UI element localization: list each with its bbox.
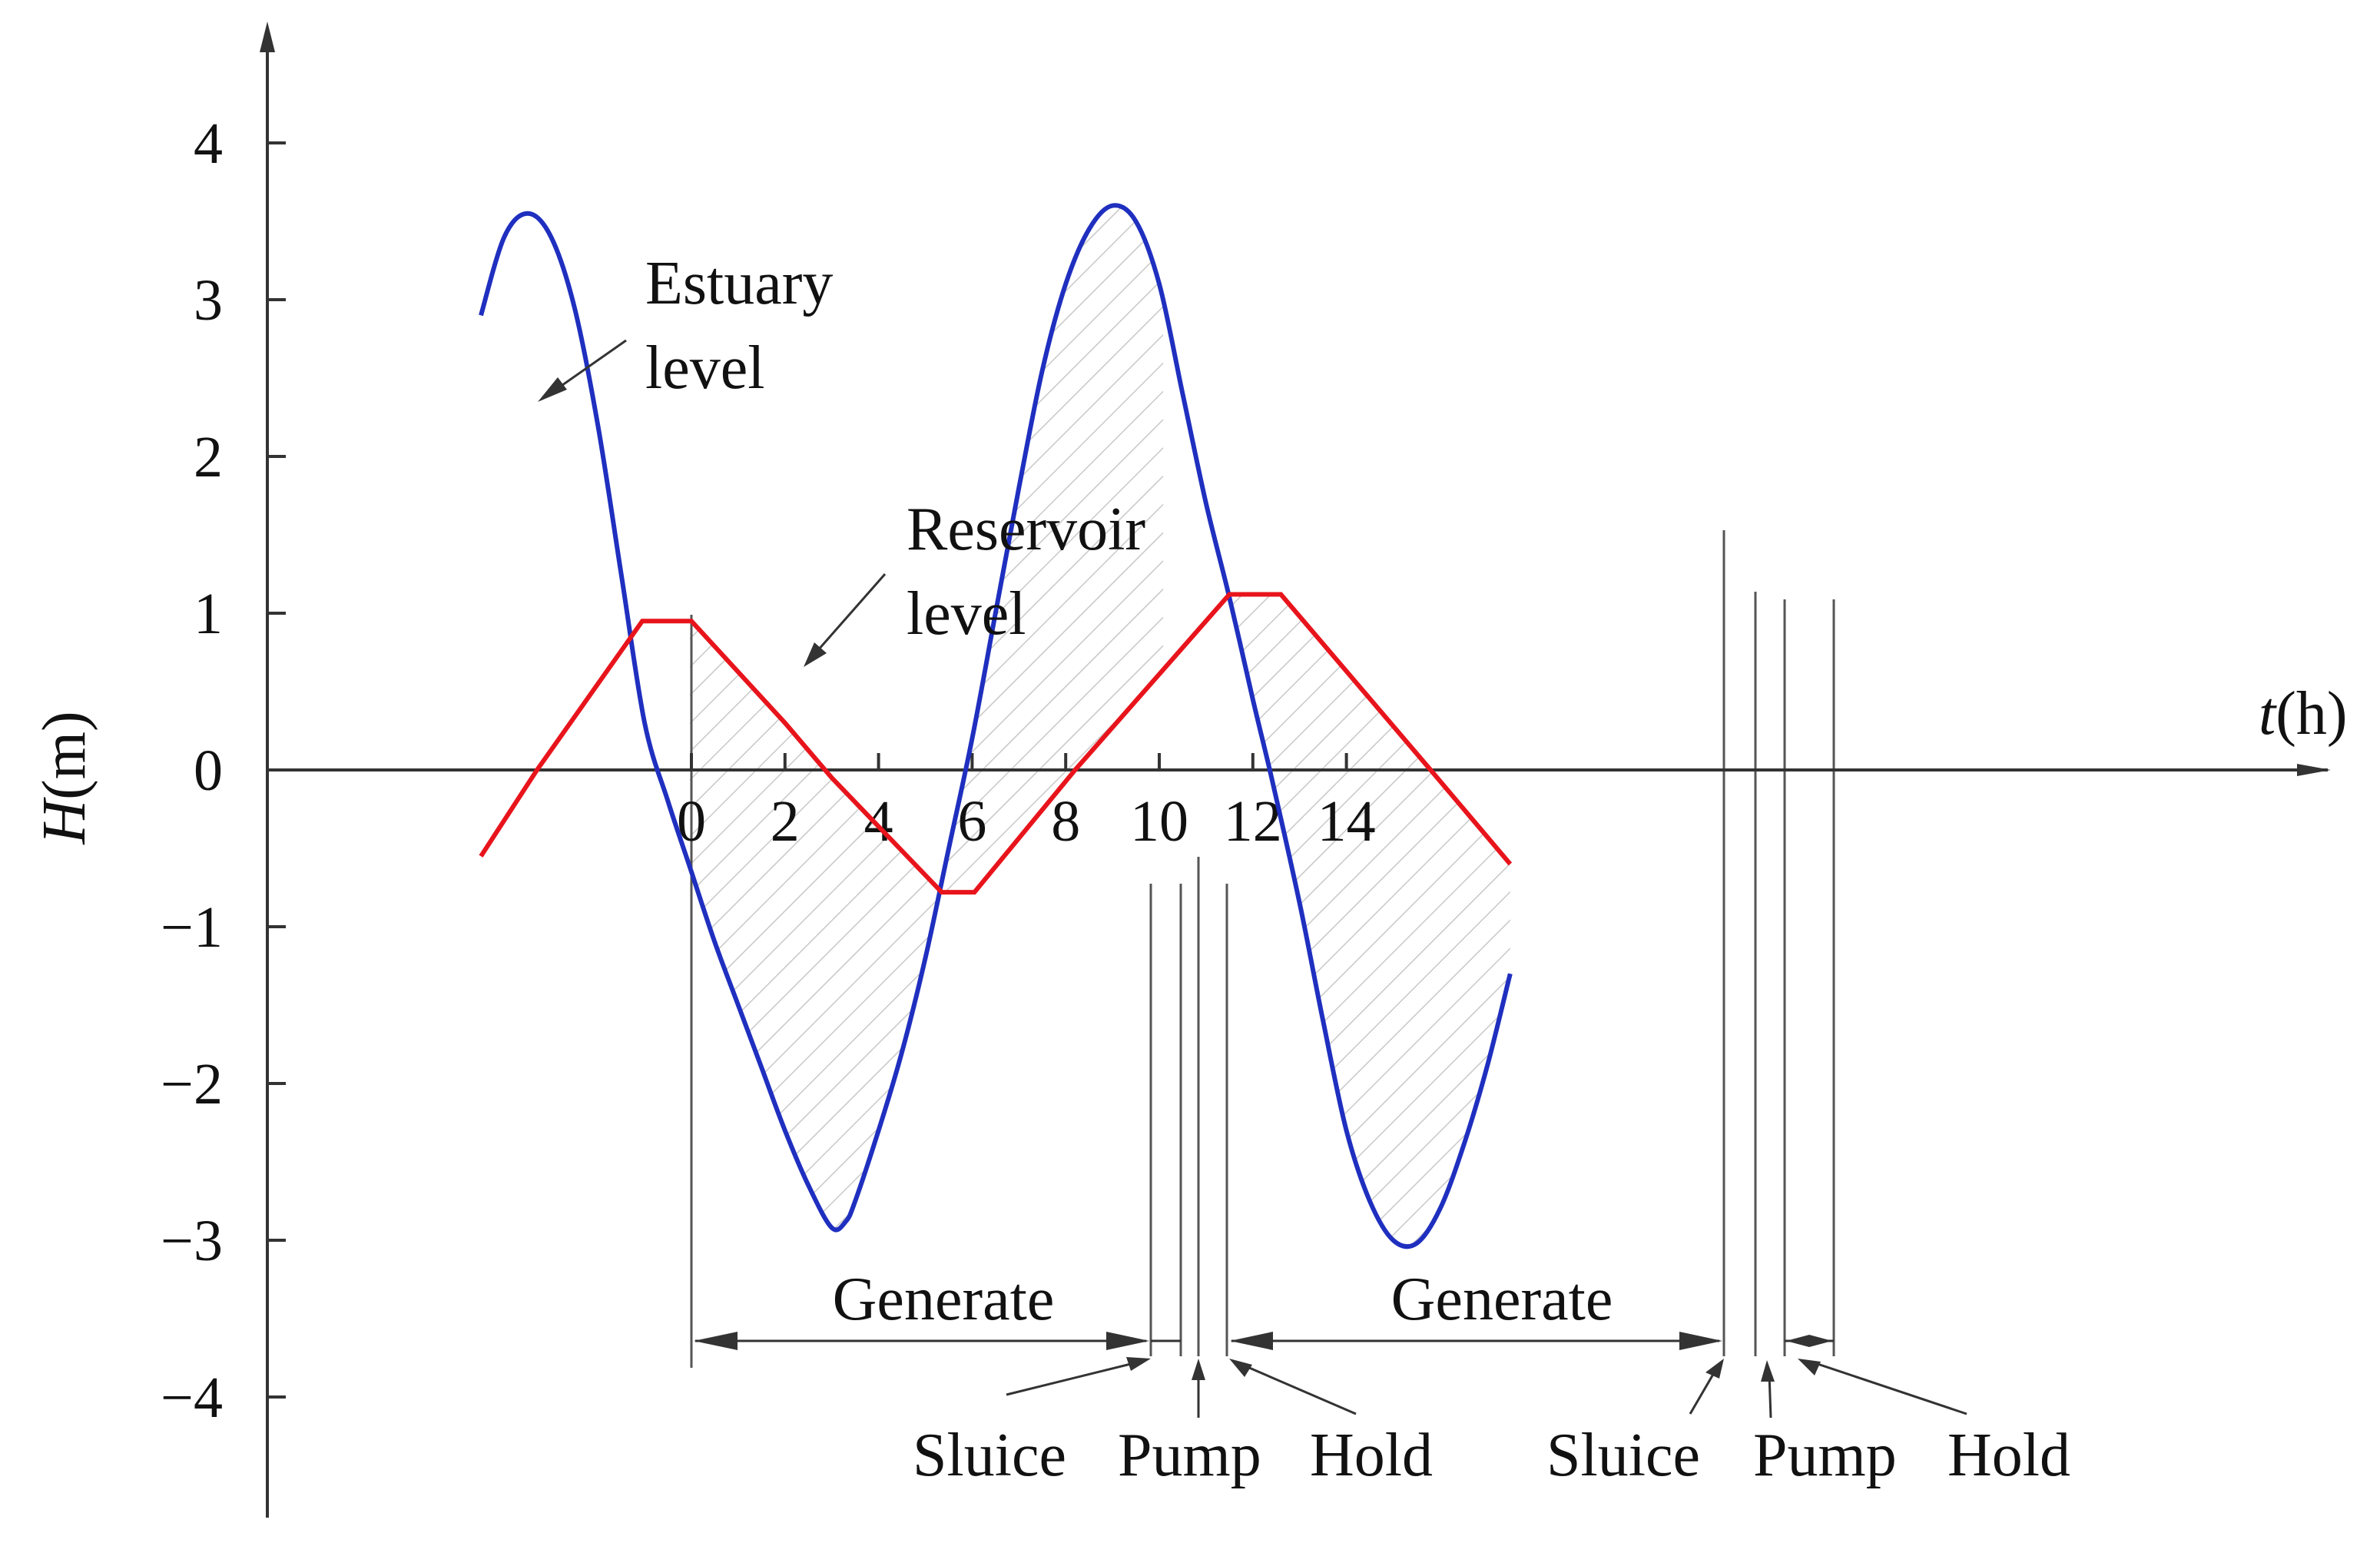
generate-label-2: Generate xyxy=(1391,1266,1613,1333)
y-tick-label: −2 xyxy=(161,1052,223,1117)
pump-label-2: Pump xyxy=(1753,1422,1897,1489)
x-tick-label: 4 xyxy=(864,789,893,854)
x-tick-label: 12 xyxy=(1224,789,1282,854)
y-axis-title: H(m) xyxy=(31,711,98,845)
hold-1-leader xyxy=(1241,1363,1357,1415)
y-ticks: 4 3 2 1 0 −1 −2 −3 −4 xyxy=(161,111,286,1430)
x-axis-arrow xyxy=(2297,764,2331,776)
sluice-2-leader xyxy=(1689,1371,1716,1415)
generate-2-arrow-right xyxy=(1679,1332,1722,1350)
generate-2-arrow-left xyxy=(1230,1332,1273,1350)
sluice-1-leader-head xyxy=(1126,1357,1151,1371)
y-axis-unit: (m) xyxy=(31,711,98,800)
reservoir-label-line1: Reservoir xyxy=(907,496,1145,563)
phase-guide-lines xyxy=(690,530,1835,1368)
hold-2-arrow-left xyxy=(1786,1335,1809,1347)
reservoir-level-line xyxy=(479,592,1513,895)
y-tick-label: 0 xyxy=(194,738,223,803)
estuary-label-line1: Estuary xyxy=(645,250,833,317)
y-axis-var: H xyxy=(31,797,98,845)
y-axis-arrow xyxy=(260,22,275,52)
x-tick-label: 10 xyxy=(1130,789,1188,854)
hatch-region-generate-1 xyxy=(690,205,1163,1230)
y-tick-label: −3 xyxy=(161,1209,223,1273)
reservoir-label-arrow xyxy=(810,573,887,658)
y-tick-label: 4 xyxy=(194,111,223,176)
sluice-label-1: Sluice xyxy=(913,1422,1066,1489)
estuary-arrow-head xyxy=(538,377,567,402)
x-tick-label: 14 xyxy=(1318,789,1376,854)
sluice-1-leader xyxy=(1006,1361,1138,1396)
reservoir-arrow-head xyxy=(804,642,827,667)
phase-dimension-lines xyxy=(694,1332,1834,1350)
x-tick-label: 6 xyxy=(957,789,986,854)
hold-1-leader-head xyxy=(1229,1359,1252,1377)
hatch-region-generate-2 xyxy=(1229,594,1510,1247)
x-axis-unit: (h) xyxy=(2276,680,2347,748)
y-tick-label: −1 xyxy=(161,895,223,960)
pump-1-leader-head xyxy=(1192,1359,1205,1380)
y-tick-label: −4 xyxy=(161,1365,223,1430)
pump-label-1: Pump xyxy=(1118,1422,1261,1489)
x-tick-label: 2 xyxy=(771,789,800,854)
x-axis-title: t(h) xyxy=(2259,680,2348,748)
hold-label-1: Hold xyxy=(1310,1422,1433,1489)
x-tick-label: 8 xyxy=(1051,789,1080,854)
sluice-label-2: Sluice xyxy=(1546,1422,1700,1489)
x-axis-var: t xyxy=(2259,680,2277,748)
sluice-2-leader-head xyxy=(1705,1359,1724,1379)
y-tick-label: 1 xyxy=(194,582,223,646)
reservoir-label-line2: level xyxy=(907,580,1026,648)
hold-2-leader-head xyxy=(1798,1359,1821,1375)
estuary-level-line xyxy=(479,203,1513,1249)
generate-label-1: Generate xyxy=(833,1266,1055,1333)
reservoir-label-group: Reservoir level xyxy=(804,496,1145,667)
generate-1-arrow-left xyxy=(694,1332,738,1350)
hold-2-leader xyxy=(1812,1361,1967,1415)
estuary-label-line2: level xyxy=(645,334,764,402)
hold-2-arrow-right xyxy=(1809,1335,1832,1347)
y-tick-label: 2 xyxy=(194,425,223,489)
estuary-label-group: Estuary level xyxy=(538,250,833,402)
phase-leader-arrows xyxy=(1006,1357,1967,1419)
generate-1-arrow-right xyxy=(1106,1332,1149,1350)
y-tick-label: 3 xyxy=(194,268,223,333)
axes xyxy=(260,22,2331,1518)
pump-2-leader-head xyxy=(1761,1360,1775,1382)
hold-label-2: Hold xyxy=(1947,1422,2070,1489)
